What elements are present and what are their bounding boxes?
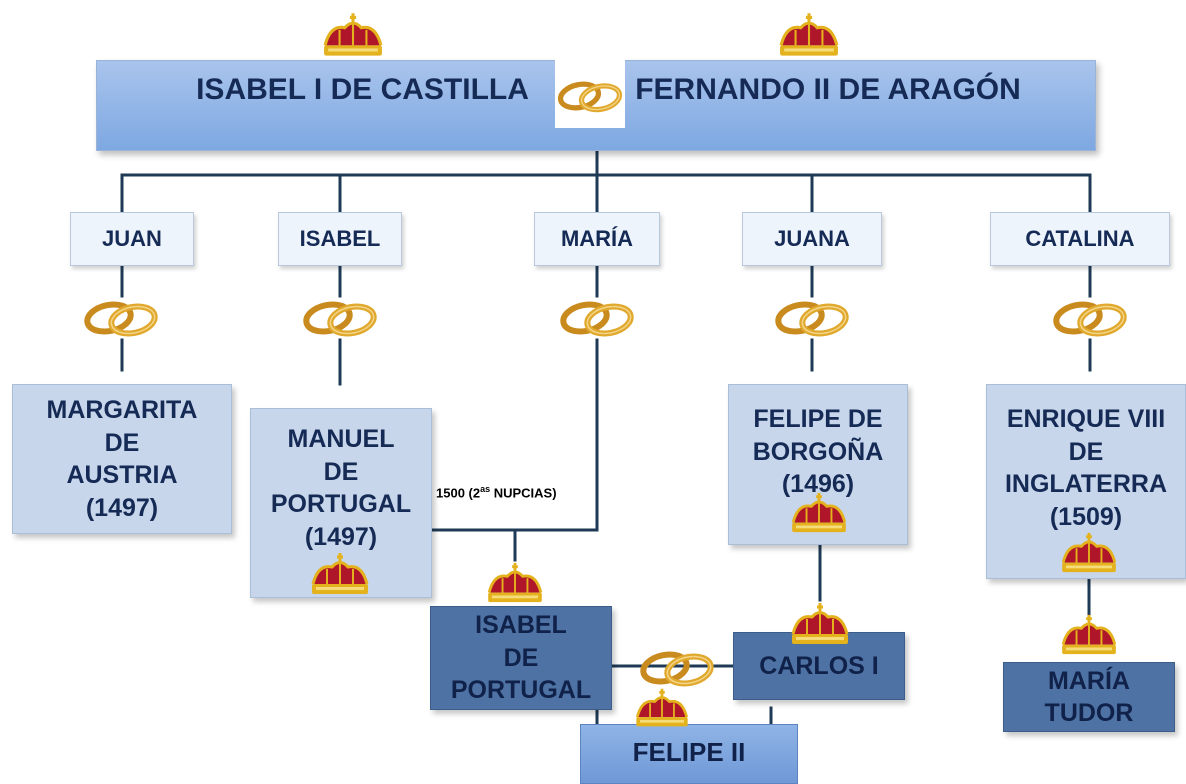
isabel-de-portugal-label: ISABEL DE PORTUGAL bbox=[450, 611, 592, 705]
isabel-de-portugal: ISABEL DE PORTUGAL bbox=[430, 606, 612, 710]
maria-note-prefix: 1500 (2 bbox=[436, 485, 481, 501]
wedding-rings-icon bbox=[303, 301, 377, 337]
spouse-enrique-label: ENRIQUE VIII DE INGLATERRA (1509) bbox=[1004, 405, 1168, 531]
spouse-felipe-de-borgona: FELIPE DE BORGOÑA (1496) bbox=[728, 384, 908, 545]
spouse-felipe-label: FELIPE DE BORGOÑA (1496) bbox=[752, 405, 884, 498]
crown-icon bbox=[487, 562, 543, 603]
spouse-margarita: MARGARITA DE AUSTRIA (1497) bbox=[12, 384, 232, 534]
child-juan: JUAN bbox=[70, 212, 194, 266]
wedding-rings-icon bbox=[775, 301, 849, 337]
wedding-rings-icon bbox=[560, 301, 634, 337]
crown-icon bbox=[1061, 614, 1117, 655]
isabel-i-de-castilla: ISABEL I DE CASTILLA bbox=[196, 73, 529, 106]
felipe-ii: FELIPE II bbox=[580, 724, 798, 784]
carlos-i-label: CARLOS I bbox=[759, 651, 879, 680]
spouse-margarita-label: MARGARITA DE AUSTRIA (1497) bbox=[46, 396, 198, 522]
crown-icon bbox=[635, 688, 689, 727]
crown-icon bbox=[791, 492, 847, 533]
maria-tudor: MARÍA TUDOR bbox=[1003, 662, 1175, 732]
fernando-ii-de-aragon: FERNANDO II DE ARAGÓN bbox=[635, 73, 1021, 106]
wedding-rings-icon bbox=[640, 651, 714, 687]
child-juana: JUANA bbox=[742, 212, 882, 266]
maria-tudor-label: MARÍA TUDOR bbox=[1044, 666, 1134, 728]
child-maria: MARÍA bbox=[534, 212, 660, 266]
crown-icon bbox=[791, 603, 849, 644]
wedding-rings-icon bbox=[1053, 301, 1127, 337]
crown-icon bbox=[779, 13, 839, 56]
crown-icon bbox=[1061, 532, 1117, 573]
wedding-rings-icon bbox=[84, 301, 158, 337]
maria-marriage-note: 1500 (2as NUPCIAS) bbox=[436, 484, 557, 500]
maria-note-sup: as bbox=[480, 484, 491, 494]
parents-rings-tile bbox=[555, 58, 625, 128]
maria-note-suffix: NUPCIAS) bbox=[490, 485, 557, 501]
crown-icon bbox=[311, 553, 369, 594]
child-catalina: CATALINA bbox=[990, 212, 1170, 266]
felipe-ii-label: FELIPE II bbox=[632, 737, 746, 767]
child-isabel: ISABEL bbox=[278, 212, 402, 266]
spouse-manuel-label: MANUEL DE PORTUGAL (1497) bbox=[270, 425, 412, 551]
wedding-rings-icon bbox=[557, 81, 623, 113]
crown-icon bbox=[323, 13, 383, 56]
